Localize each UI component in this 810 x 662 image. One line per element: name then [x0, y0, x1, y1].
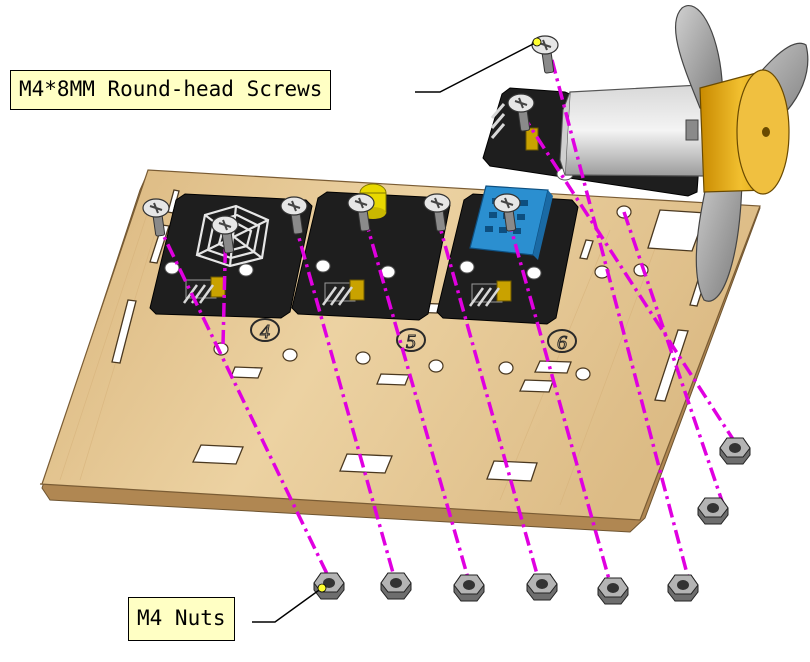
connector-pins-5 — [321, 279, 365, 306]
module-number-labels: 4 5 6 — [250, 318, 577, 355]
nut-icon — [719, 437, 751, 465]
screw-icon — [142, 198, 170, 237]
nuts-callout-label: M4 Nuts — [128, 597, 235, 641]
module-4-board — [149, 193, 313, 319]
screw-icon — [423, 193, 451, 232]
board-slots — [111, 189, 707, 482]
screw-icon — [493, 193, 521, 232]
nut-icon — [597, 577, 629, 605]
nut-icon — [453, 574, 485, 602]
fan-propeller — [674, 5, 809, 302]
screws-callout-label: M4*8MM Round-head Screws — [10, 70, 332, 110]
connector-pins-4 — [182, 276, 226, 304]
screws — [142, 35, 559, 254]
module-6-board — [436, 185, 579, 325]
callout-leaders — [252, 37, 542, 623]
nuts — [313, 437, 751, 605]
nut-icon — [380, 572, 412, 600]
module-number-6: 6 — [557, 332, 567, 354]
module-number-5: 5 — [406, 331, 416, 353]
fan-motor — [559, 84, 707, 177]
screw-icon — [211, 215, 239, 254]
nut-icon — [667, 574, 699, 602]
module-number-4: 4 — [260, 321, 270, 343]
screw-icon — [507, 93, 535, 132]
nut-icon — [697, 497, 729, 525]
assembly-guide-lines — [154, 59, 742, 591]
screw-icon — [280, 196, 308, 235]
screw-icon — [347, 193, 375, 232]
connector-pins-6 — [468, 280, 512, 307]
nut-icon — [526, 573, 558, 601]
